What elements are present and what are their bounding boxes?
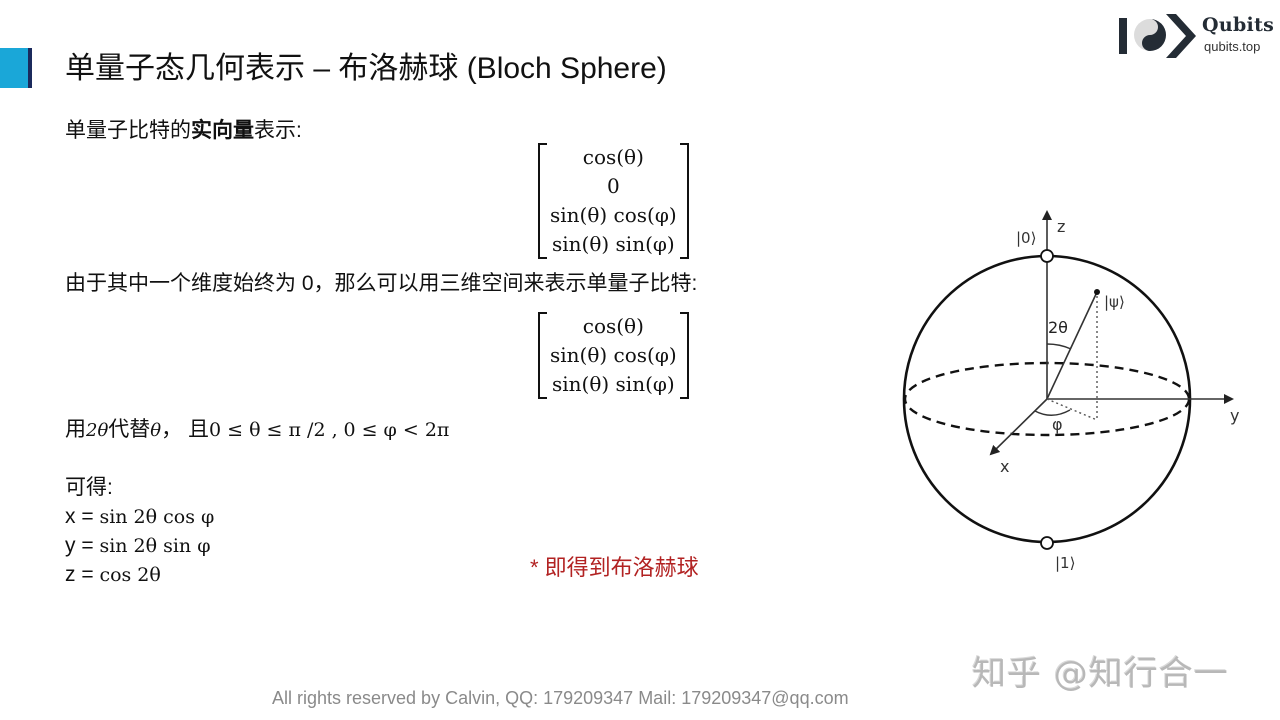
equation-expr: sin 2θ sin φ [99,535,211,557]
intro-prefix: 单量子比特的 [65,119,191,142]
equation-z: z = cos 2θ [65,561,161,589]
ket0-label: |0⟩ [1016,229,1036,247]
dimension-explanation: 由于其中一个维度始终为 0，那么可以用三维空间来表示单量子比特: [65,272,698,295]
title-accent-strip [28,48,32,88]
title-accent-bar [0,48,28,88]
intro-suffix: 表示: [254,119,302,142]
qubits-logo: Qubits qubits.top [1116,10,1276,60]
equation-equals: = [75,563,100,586]
y-axis-label: y [1230,406,1239,425]
polar-angle-label: 2θ [1048,318,1068,337]
sub-two-theta: 2θ [86,420,109,441]
bracket-left [538,143,547,259]
equation-x: x = sin 2θ cos φ [65,503,214,531]
azimuth-arc [1034,409,1071,416]
condition-phi: 0 ≤ φ < 2π [343,419,450,441]
ket1-pole [1040,536,1054,550]
logo-name: Qubits [1202,14,1275,36]
condition-theta: 0 ≤ θ ≤ π /2 , [208,419,338,441]
real-vector-4d: cos(θ) 0 sin(θ) cos(φ) sin(θ) sin(φ) [538,143,689,259]
bloch-sphere-note: * 即得到布洛赫球 [530,555,699,580]
vector-row: sin(θ) sin(φ) [551,372,675,396]
equation-var: y [65,534,76,557]
equation-equals: = [75,534,100,557]
equation-var: x [65,505,76,528]
vector-row: cos(θ) [582,314,644,338]
x-axis-label: x [1000,457,1009,476]
sub-theta: θ [150,420,162,441]
real-vector-3d: cos(θ) sin(θ) cos(φ) sin(θ) sin(φ) [538,312,689,399]
vector-row: sin(θ) cos(φ) [550,343,677,367]
equation-expr: sin 2θ cos φ [99,506,215,528]
bracket-left [538,312,547,399]
bracket-right [679,312,689,399]
copyright-footer: All rights reserved by Calvin, QQ: 17920… [272,688,849,708]
psi-point [1094,289,1100,295]
equation-var: z [65,563,76,586]
ket1-label: |1⟩ [1055,554,1075,572]
logo-bar-icon [1119,18,1127,54]
yin-yang-icon [1134,19,1166,51]
vector-row: 0 [606,174,620,198]
intro-line: 单量子比特的实向量表示: [65,117,302,145]
psi-vector [1046,291,1098,400]
bracket-right [679,143,689,259]
logo-url: qubits.top [1204,39,1261,54]
vector-row: sin(θ) cos(φ) [550,203,677,227]
equation-y: y = sin 2θ sin φ [65,532,211,560]
vector-row: cos(θ) [582,145,644,169]
sub-prefix: 用 [65,418,86,441]
vector-row: sin(θ) sin(φ) [551,232,675,256]
x-axis [989,398,1048,456]
intro-bold: 实向量 [191,119,254,142]
polar-angle-arc [1046,343,1072,350]
equation-equals: = [75,505,100,528]
result-label: 可得: [65,476,113,499]
sub-sep: ， 且 [161,418,209,441]
substitution-line: 用2θ代替θ， 且0 ≤ θ ≤ π /2 , 0 ≤ φ < 2π [65,416,449,445]
azimuth-label: φ [1052,415,1063,434]
page-title: 单量子态几何表示 – 布洛赫球 (Bloch Sphere) [65,52,667,85]
ket0-pole [1040,249,1054,263]
z-axis-label: z [1057,217,1065,236]
chevron-right-icon [1166,14,1196,58]
psi-label: |ψ⟩ [1104,293,1125,311]
bloch-sphere-diagram: z y x |0⟩ |1⟩ |ψ⟩ 2θ φ [902,210,1239,572]
azimuth-projection [1046,398,1098,421]
sub-mid: 代替 [108,418,151,441]
zhihu-watermark: 知乎 @知行合一 [972,654,1229,694]
equation-expr: cos 2θ [99,564,161,586]
